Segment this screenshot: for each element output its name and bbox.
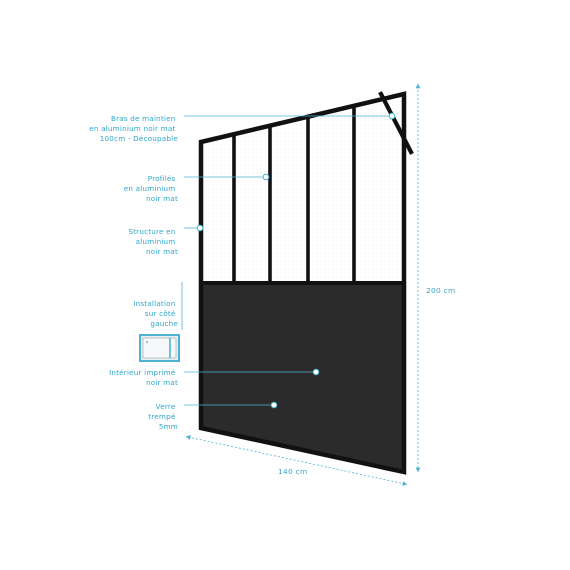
- arm-label-line-3: 100cm - Découpable: [100, 134, 179, 143]
- profiles-label-line-3: noir mat: [146, 194, 178, 203]
- width-dimension: 140 cm: [185, 435, 408, 486]
- arm-label-line-2: en aluminium noir mat: [89, 124, 175, 133]
- support-arm: [378, 91, 414, 155]
- callout-arm: Bras de maintien en aluminium noir mat 1…: [89, 112, 396, 143]
- interior-label-line-2: noir mat: [146, 378, 178, 387]
- svg-text:Verre trempé 5mm: Verre trempé 5mm: [148, 402, 178, 431]
- installation-label-line-3: gauche: [150, 319, 178, 328]
- glass-label-line-2: trempé: [148, 412, 176, 421]
- structure-label-line-3: noir mat: [146, 247, 178, 256]
- profiles-label-line-1: Profilés: [148, 174, 176, 183]
- svg-text:Profilés en aluminium: Profilés en aluminium noir mat: [124, 174, 178, 203]
- svg-text:Installation sur côté: Installation sur côté gauche: [133, 299, 178, 328]
- svg-text:Bras de maintien en alum: Bras de maintien en aluminium noir mat 1…: [89, 114, 178, 143]
- shower-panel-thumbnail-icon: [139, 334, 180, 362]
- glass-label-line-1: Verre: [156, 402, 176, 411]
- callout-interior: Intérieur imprimé noir mat: [109, 368, 320, 387]
- callout-glass: Verre trempé 5mm: [148, 401, 278, 431]
- width-dimension-label: 140 cm: [278, 467, 308, 476]
- structure-label-line-2: aluminium: [136, 237, 176, 246]
- structure-label-line-1: Structure en: [128, 227, 175, 236]
- arm-label-line-1: Bras de maintien: [111, 114, 176, 123]
- printed-black-area: [201, 283, 404, 472]
- callout-profiles: Profilés en aluminium noir mat: [124, 173, 270, 203]
- callout-structure: Structure en aluminium noir mat: [128, 224, 204, 256]
- glass-panel: [198, 91, 414, 475]
- interior-label-line-1: Intérieur imprimé: [109, 368, 176, 377]
- callout-installation: Installation sur côté gauche: [133, 282, 183, 362]
- profiles-label-line-2: en aluminium: [124, 184, 176, 193]
- svg-text:Structure en aluminium: Structure en aluminium noir mat: [128, 227, 178, 256]
- height-dimension-label: 200 cm: [426, 286, 456, 295]
- clear-glass-area: [201, 94, 404, 283]
- installation-label-line-2: sur côté: [145, 309, 176, 318]
- glass-label-line-3: 5mm: [159, 422, 178, 431]
- installation-label-line-1: Installation: [133, 299, 175, 308]
- height-dimension: 200 cm: [415, 83, 456, 473]
- svg-text:Intérieur imprimé noir m: Intérieur imprimé noir mat: [109, 368, 178, 387]
